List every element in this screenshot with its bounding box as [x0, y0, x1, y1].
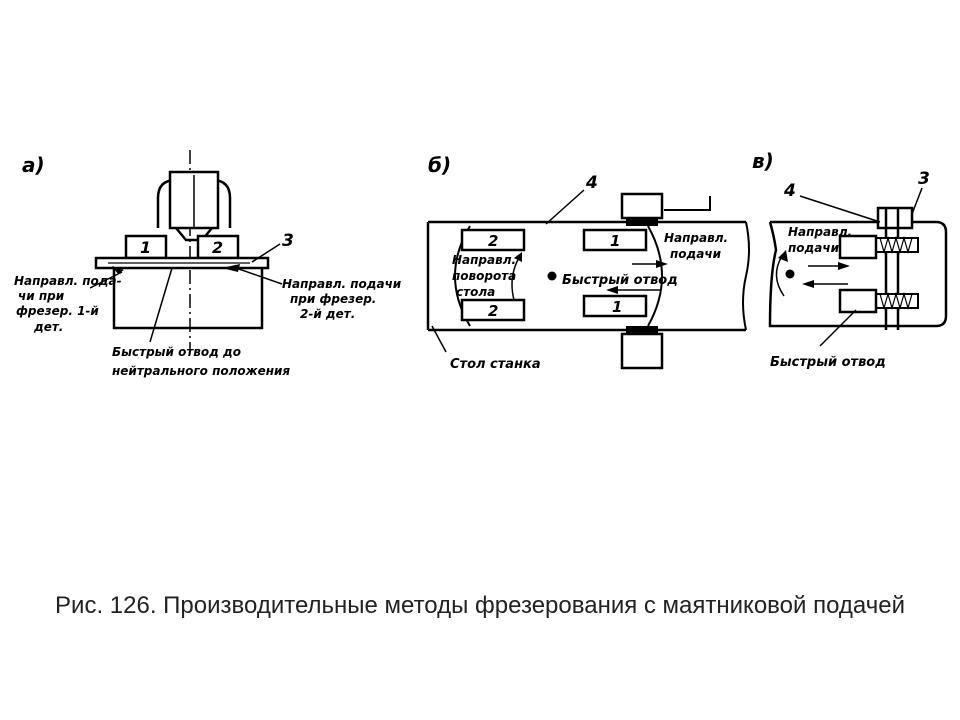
svg-text:Быстрый отвод до: Быстрый отвод до	[112, 345, 241, 359]
leader-4-c	[799, 195, 881, 223]
svg-text:Направл.: Направл.	[664, 231, 728, 245]
svg-text:Направл.: Направл.	[788, 225, 852, 239]
spindle-bottom	[620, 332, 664, 370]
milling-methods-figure: а) 1 2 3 Направл. пода- чи при фрезер. 1…	[14, 149, 948, 378]
rapid-leader	[149, 267, 173, 343]
rotation-center-c	[785, 269, 795, 279]
rapid-arrowhead-c	[802, 280, 814, 288]
part-1-label: 1	[140, 238, 151, 257]
svg-text:подачи: подачи	[670, 247, 722, 261]
cutter-top	[626, 218, 658, 226]
workpiece-2-top	[460, 228, 526, 252]
part-2-bottom-label: 2	[488, 302, 498, 320]
part-1-bottom-label: 1	[612, 298, 622, 316]
part-4-c-label: 4	[783, 181, 796, 201]
spindle-bracket	[664, 196, 711, 211]
part-2-top-label: 2	[488, 232, 498, 250]
svg-text:Направл. подачи: Направл. подачи	[282, 277, 402, 291]
rotation-arrow-c	[775, 255, 785, 297]
rapid-c-label: Быстрый отвод	[770, 355, 886, 370]
feed-direction-1-label: Направл. пода- чи при фрезер. 1-й дет.	[14, 274, 122, 334]
leader-4	[545, 189, 585, 225]
svg-text:Направл.: Направл.	[452, 253, 516, 267]
rotation-center	[547, 271, 557, 281]
svg-text:дет.: дет.	[33, 320, 63, 334]
rotation-direction-label: Направл. поворота стола	[452, 253, 516, 299]
feed-arrowhead-1	[112, 266, 124, 274]
table-c-outline	[768, 220, 948, 328]
spindle-c	[876, 206, 914, 230]
panel-a: а) 1 2 3 Направл. пода- чи при фрезер. 1…	[14, 150, 402, 378]
panel-b: б) 2 2 1 1 4 Направл. поворота сто	[426, 153, 750, 372]
rapid-leader-c	[819, 309, 857, 347]
figure-caption: Рис. 126. Производительные методы фрезер…	[55, 592, 905, 619]
workpiece-1-top	[582, 228, 648, 252]
part-1-top-label: 1	[610, 232, 620, 250]
feed-arrowhead-2	[222, 264, 240, 272]
panel-b-label: б)	[428, 153, 451, 177]
leader-3-c	[911, 187, 923, 215]
spindle-top	[620, 192, 664, 220]
table-break-line	[742, 221, 750, 331]
rapid-retract-label: Быстрый отвод до нейтрального положения	[112, 345, 290, 378]
feed-arrowhead-c	[838, 262, 850, 270]
rapid-arrowhead	[606, 286, 618, 294]
panel-c-label: в)	[752, 149, 774, 173]
cutter-c-bottom-teeth	[879, 291, 913, 311]
feed-direction-c-label: Направл. подачи	[788, 225, 852, 255]
part-3-c-label: 3	[918, 169, 930, 189]
svg-text:Направл. пода-: Направл. пода-	[14, 274, 122, 288]
part-3-label: 3	[282, 231, 294, 251]
svg-text:2-й дет.: 2-й дет.	[300, 307, 355, 321]
svg-text:нейтрального положения: нейтрального положения	[112, 364, 290, 378]
svg-text:фрезер. 1-й: фрезер. 1-й	[16, 304, 99, 318]
svg-text:при фрезер.: при фрезер.	[290, 292, 376, 306]
workpiece-2-bottom	[460, 298, 526, 322]
table-outline	[426, 220, 746, 332]
rotation-arrowhead	[514, 252, 522, 262]
svg-text:поворота: поворота	[452, 269, 516, 283]
panel-c: в) 3 4 Направл. подачи Б	[752, 149, 948, 370]
feed-arrow-2	[235, 267, 283, 285]
feed-arrow-1	[89, 271, 123, 289]
svg-text:подачи: подачи	[788, 241, 840, 255]
leader-3	[251, 243, 281, 263]
svg-text:стола: стола	[456, 285, 495, 299]
rapid-label: Быстрый отвод	[562, 273, 678, 288]
workpiece-1-bottom	[582, 294, 648, 318]
machine-base	[112, 268, 264, 330]
panel-a-label: а)	[22, 153, 45, 177]
svg-text:чи при: чи при	[18, 289, 65, 303]
part-4-label: 4	[585, 173, 598, 193]
workpiece-c-bottom	[838, 288, 878, 314]
cutter-bottom	[626, 326, 658, 334]
rotation-arc-right	[647, 225, 663, 327]
table-leader	[431, 325, 447, 353]
spindle-head	[156, 170, 232, 242]
feed-direction-label: Направл. подачи	[664, 231, 728, 261]
feed-direction-2-label: Направл. подачи при фрезер. 2-й дет.	[282, 277, 402, 321]
cutter-c-top-teeth	[879, 235, 913, 255]
part-2-label: 2	[212, 238, 223, 257]
feed-arrowhead	[656, 260, 668, 268]
workpiece-c-top	[838, 234, 878, 260]
table-label: Стол станка	[450, 357, 541, 372]
rotation-arrowhead-c	[778, 250, 788, 262]
